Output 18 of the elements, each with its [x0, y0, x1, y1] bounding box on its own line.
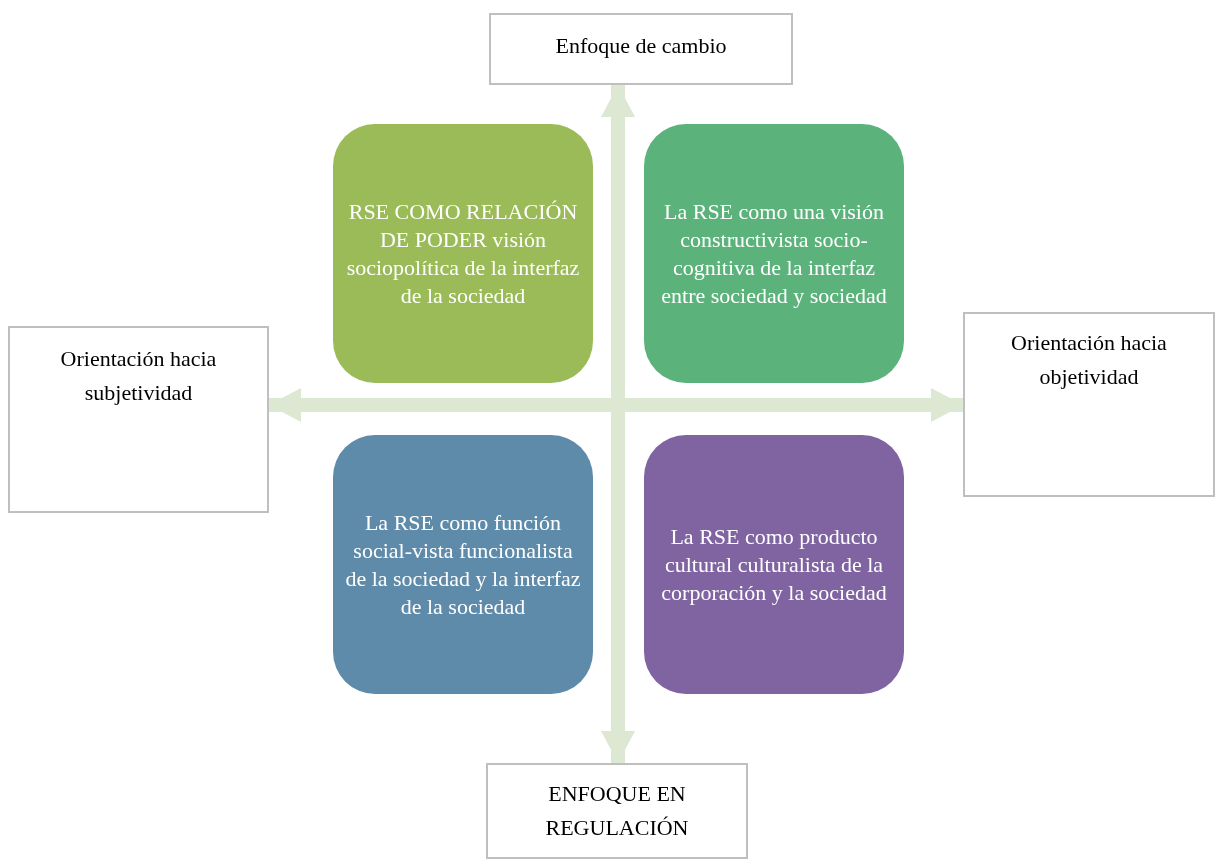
axis-label: Enfoque de cambio: [555, 32, 727, 60]
rounded-box: [644, 124, 904, 383]
rounded-box: [333, 435, 593, 694]
label-box: [489, 13, 793, 85]
label-box: [963, 312, 1215, 497]
axis-label: Orientación hacia objetividad: [1010, 329, 1168, 391]
label-box: [8, 326, 269, 513]
label-box: [486, 763, 748, 859]
box-text: RSE COMO RELACIÓN DE PODER visión sociopolítica de la interfaz de la sociedad: [345, 197, 581, 310]
axis-label: ENFOQUE EN REGULACIÓN: [544, 780, 690, 842]
double-headed-arrow: [601, 85, 635, 763]
rounded-box: [333, 124, 593, 383]
axis-label: Orientación hacia subjetividad: [59, 345, 218, 407]
double-headed-arrow: [269, 388, 963, 422]
box-text: La RSE como función social-vista funcionalista de la sociedad y la interfaz de la sociedad: [344, 508, 582, 621]
box-text: La RSE como producto cultural culturalista de la corporación y la sociedad: [660, 522, 888, 607]
box-text: La RSE como una visión constructivista socio-cognitiva de la interfaz entre sociedad y sociedad: [660, 197, 888, 310]
rounded-box: [644, 435, 904, 694]
